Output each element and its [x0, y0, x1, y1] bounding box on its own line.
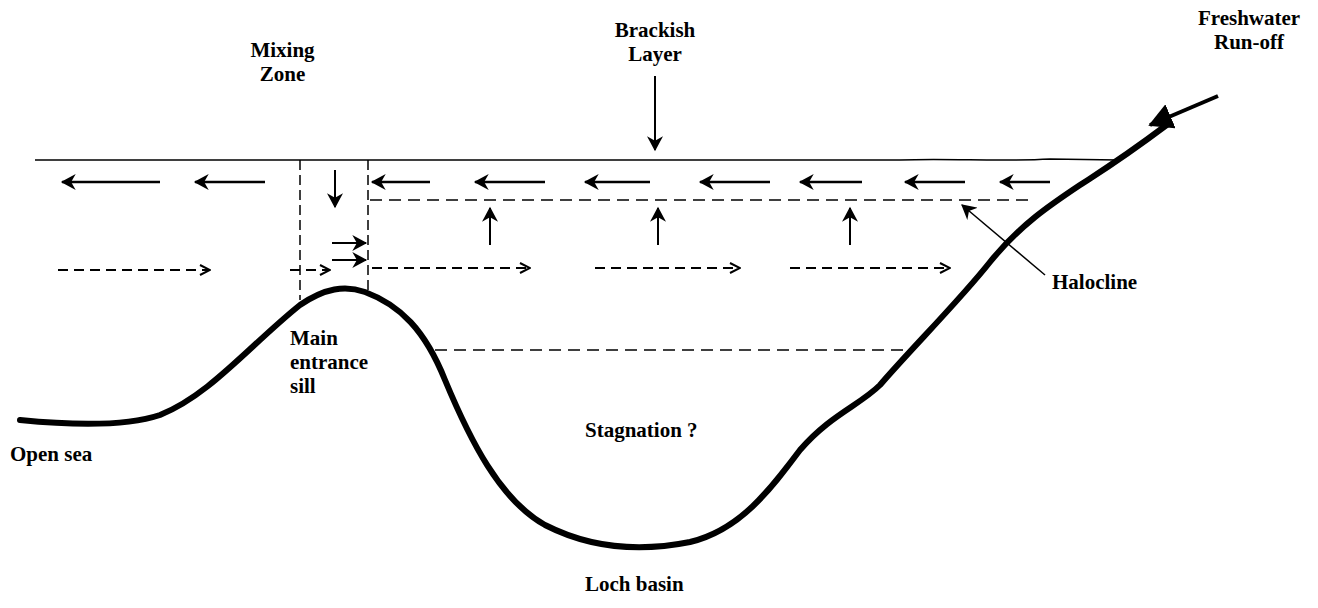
runoff-arrow — [1150, 96, 1218, 125]
entrainment-arrows — [490, 208, 850, 245]
halocline-line — [370, 199, 1035, 201]
mixing-arrow — [334, 170, 336, 207]
mixing-zone-edge — [299, 160, 301, 300]
outflow-arrows — [62, 181, 1050, 184]
mixing-zone-edge — [367, 160, 369, 290]
text-label: Halocline — [1052, 270, 1137, 294]
text-label: Stagnation ? — [585, 418, 698, 442]
seabed-profile — [20, 124, 1168, 547]
mixing-arrow — [332, 259, 366, 261]
brackish-leader — [654, 76, 656, 150]
text-label: Mixing Zone — [235, 38, 330, 86]
inflow-arrows — [58, 268, 950, 270]
text-label: Freshwater Run-off — [1188, 6, 1310, 54]
text-label: Main entrance sill — [290, 326, 382, 398]
mixing-arrow — [332, 242, 366, 244]
text-label: Open sea — [10, 442, 92, 466]
water-surface — [35, 159, 1118, 160]
text-label: Brackish Layer — [605, 18, 705, 66]
text-label: Loch basin — [585, 572, 684, 596]
halocline-leader — [962, 205, 1045, 275]
stagnation-line — [435, 349, 905, 351]
